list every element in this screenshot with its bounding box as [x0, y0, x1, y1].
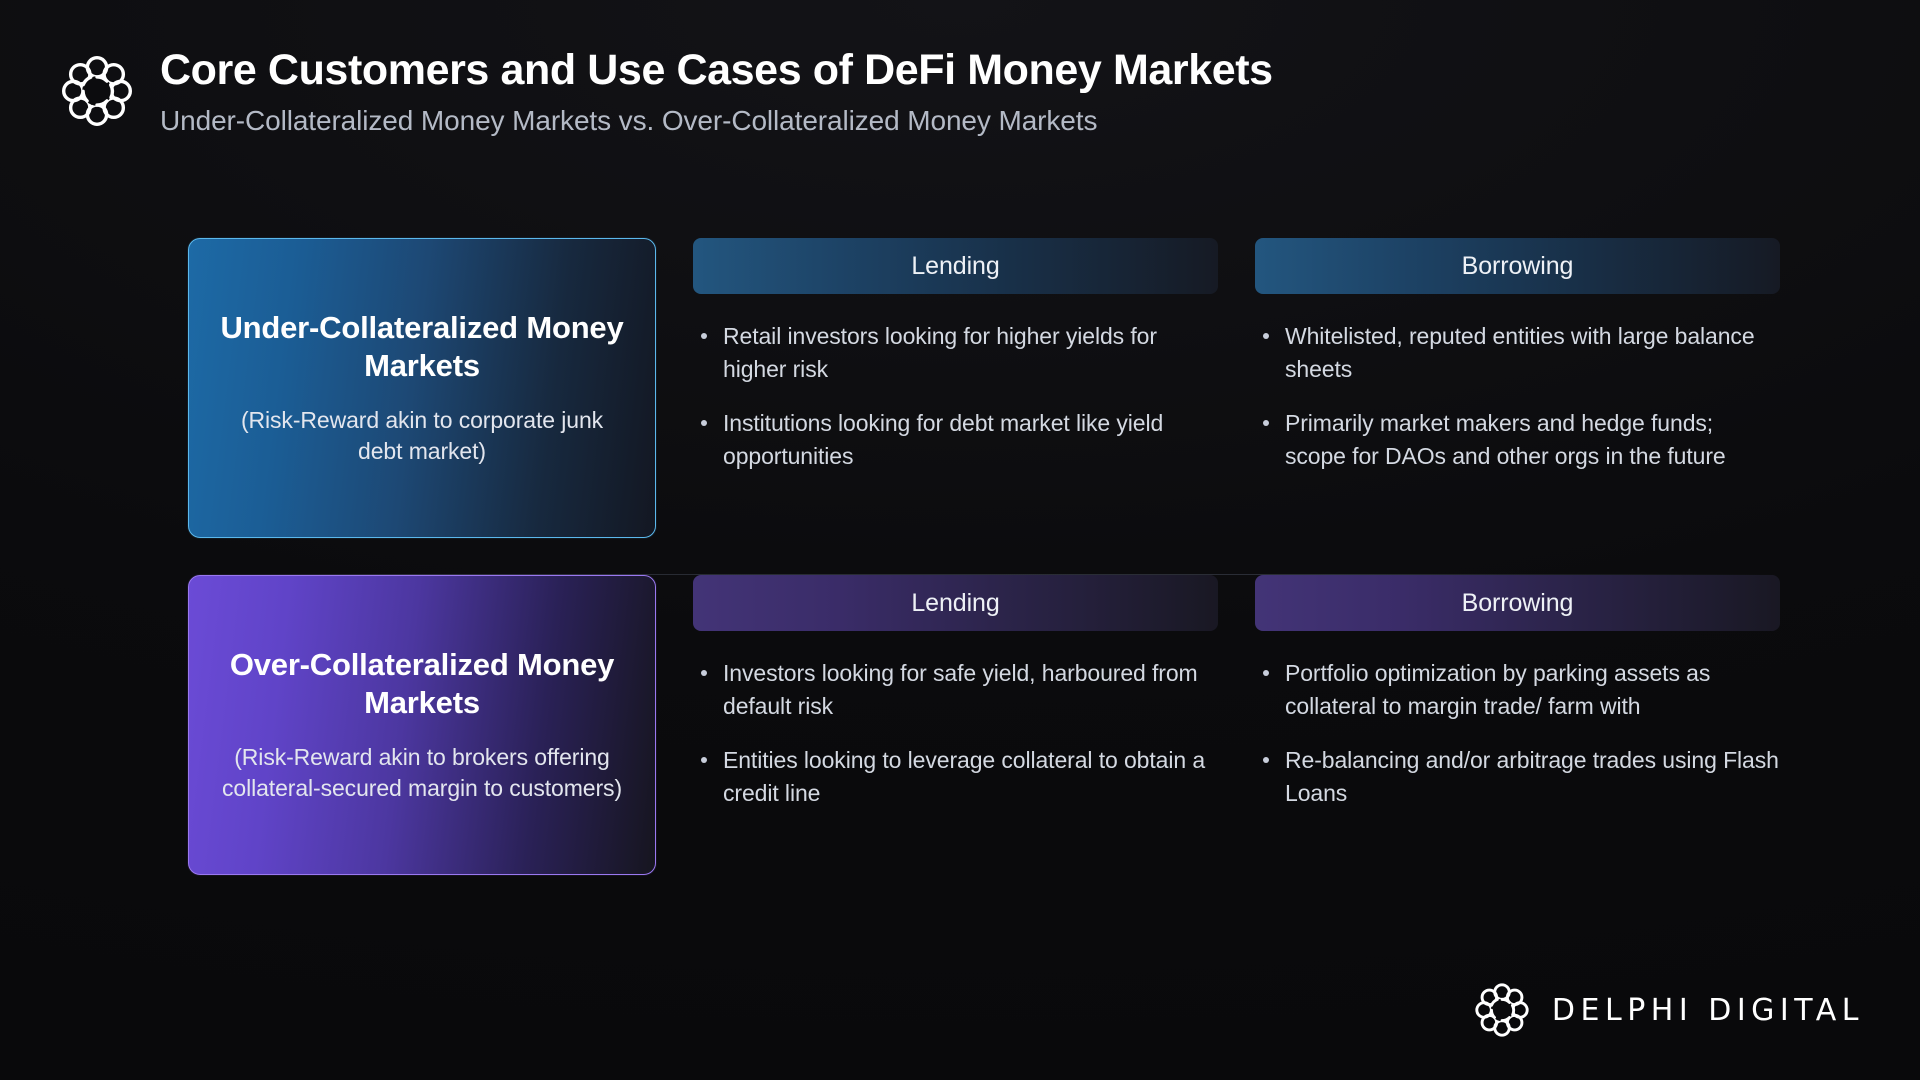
bullet-list-borrowing-under: Whitelisted, reputed entities with large… — [1255, 320, 1780, 473]
list-item: Re-balancing and/or arbitrage trades usi… — [1259, 744, 1780, 809]
footer-brand: DELPHI DIGITAL — [1474, 982, 1864, 1038]
column-borrowing-over: Borrowing Portfolio optimization by park… — [1255, 575, 1780, 810]
slide-header: Core Customers and Use Cases of DeFi Mon… — [60, 44, 1860, 138]
page-title: Core Customers and Use Cases of DeFi Mon… — [160, 46, 1273, 94]
column-header-borrowing: Borrowing — [1255, 575, 1780, 631]
delphi-knot-logo-icon — [1474, 982, 1530, 1038]
category-title: Under-Collateralized Money Markets — [220, 309, 624, 383]
row-over-collateralized: Over-Collateralized Money Markets (Risk-… — [188, 575, 1780, 875]
column-header-lending: Lending — [693, 238, 1218, 294]
footer-wordmark: DELPHI DIGITAL — [1551, 992, 1864, 1028]
row-under-collateralized: Under-Collateralized Money Markets (Risk… — [188, 238, 1780, 538]
page-subtitle: Under-Collateralized Money Markets vs. O… — [160, 105, 1098, 137]
list-item: Primarily market makers and hedge funds;… — [1259, 407, 1780, 472]
list-item: Entities looking to leverage collateral … — [697, 744, 1218, 809]
column-lending-over: Lending Investors looking for safe yield… — [693, 575, 1218, 810]
category-title: Over-Collateralized Money Markets — [229, 646, 615, 720]
column-lending-under: Lending Retail investors looking for hig… — [693, 238, 1218, 473]
category-card-over-collateralized: Over-Collateralized Money Markets (Risk-… — [188, 575, 656, 875]
column-header-lending: Lending — [693, 575, 1218, 631]
category-note: (Risk-Reward akin to corporate junk debt… — [240, 407, 604, 465]
section-divider — [188, 574, 1780, 575]
list-item: Whitelisted, reputed entities with large… — [1259, 320, 1780, 385]
list-item: Retail investors looking for higher yiel… — [697, 320, 1218, 385]
list-item: Investors looking for safe yield, harbou… — [697, 657, 1218, 722]
column-header-borrowing: Borrowing — [1255, 238, 1780, 294]
list-item: Institutions looking for debt market lik… — [697, 407, 1218, 472]
column-borrowing-under: Borrowing Whitelisted, reputed entities … — [1255, 238, 1780, 473]
comparison-grid: Under-Collateralized Money Markets (Risk… — [188, 238, 1780, 875]
bullet-list-lending-under: Retail investors looking for higher yiel… — [693, 320, 1218, 473]
bullet-list-borrowing-over: Portfolio optimization by parking assets… — [1255, 657, 1780, 810]
category-card-under-collateralized: Under-Collateralized Money Markets (Risk… — [188, 238, 656, 538]
category-note: (Risk-Reward akin to brokers offering co… — [221, 744, 623, 802]
list-item: Portfolio optimization by parking assets… — [1259, 657, 1780, 722]
bullet-list-lending-over: Investors looking for safe yield, harbou… — [693, 657, 1218, 810]
delphi-knot-logo-icon — [60, 54, 134, 128]
